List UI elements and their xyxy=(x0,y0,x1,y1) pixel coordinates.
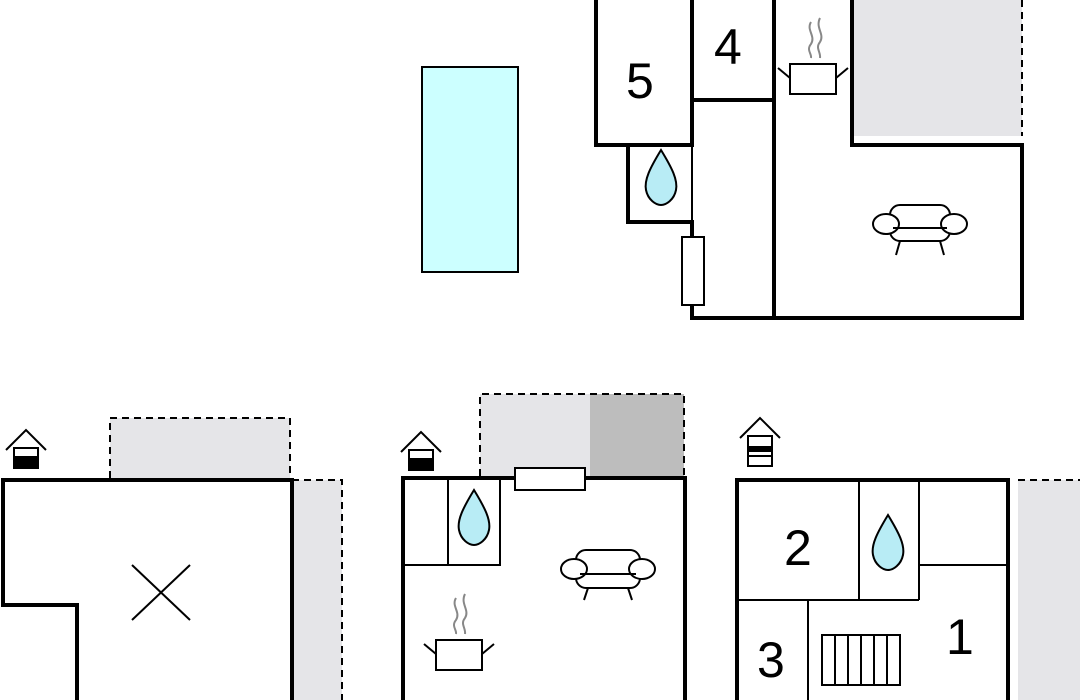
bathroom-drop-icon xyxy=(644,148,678,207)
house-level-icon xyxy=(5,428,47,469)
terrace-bl-top xyxy=(110,418,290,478)
top-inner-wall xyxy=(691,0,774,222)
terrace-top-right xyxy=(852,0,1022,136)
void-cross-icon xyxy=(131,564,191,621)
sofa-icon xyxy=(872,204,968,256)
bottom-left-walls xyxy=(1,478,294,700)
terrace-bl-top-dash xyxy=(109,417,291,478)
kitchen-pot-icon xyxy=(423,593,495,671)
terrace-bm-dash xyxy=(479,393,685,476)
pool xyxy=(421,66,519,273)
br-inner-walls xyxy=(737,480,1008,700)
door-icon xyxy=(514,467,586,491)
terrace-br-right xyxy=(1018,480,1080,700)
terrace-bm-covered xyxy=(590,394,684,476)
bottom-right-walls xyxy=(735,478,1010,700)
terrace-bl-right-dash xyxy=(292,479,343,700)
room-number-5: 5 xyxy=(626,53,654,109)
room-number-2: 2 xyxy=(784,520,812,576)
house-level-icon xyxy=(739,416,781,467)
house-level-icon xyxy=(400,430,442,471)
terrace-bm-left xyxy=(480,394,590,476)
door-icon xyxy=(681,236,705,306)
bathroom-drop-icon xyxy=(871,513,905,572)
terrace-bl-right xyxy=(292,480,342,700)
bottom-left-floor xyxy=(1,417,343,700)
room-number-1: 1 xyxy=(946,609,974,665)
room-number-3: 3 xyxy=(757,632,785,688)
top-floor: 5 4 xyxy=(421,0,1024,320)
sofa-icon xyxy=(560,549,656,601)
bottom-middle-floor xyxy=(400,393,687,700)
room-number-4: 4 xyxy=(714,19,742,75)
bathroom-drop-icon xyxy=(457,488,491,547)
bm-inner-walls xyxy=(403,480,501,566)
bottom-right-floor: 2 3 1 xyxy=(735,416,1080,700)
kitchen-pot-icon xyxy=(777,17,849,95)
stairs-icon xyxy=(821,634,901,686)
